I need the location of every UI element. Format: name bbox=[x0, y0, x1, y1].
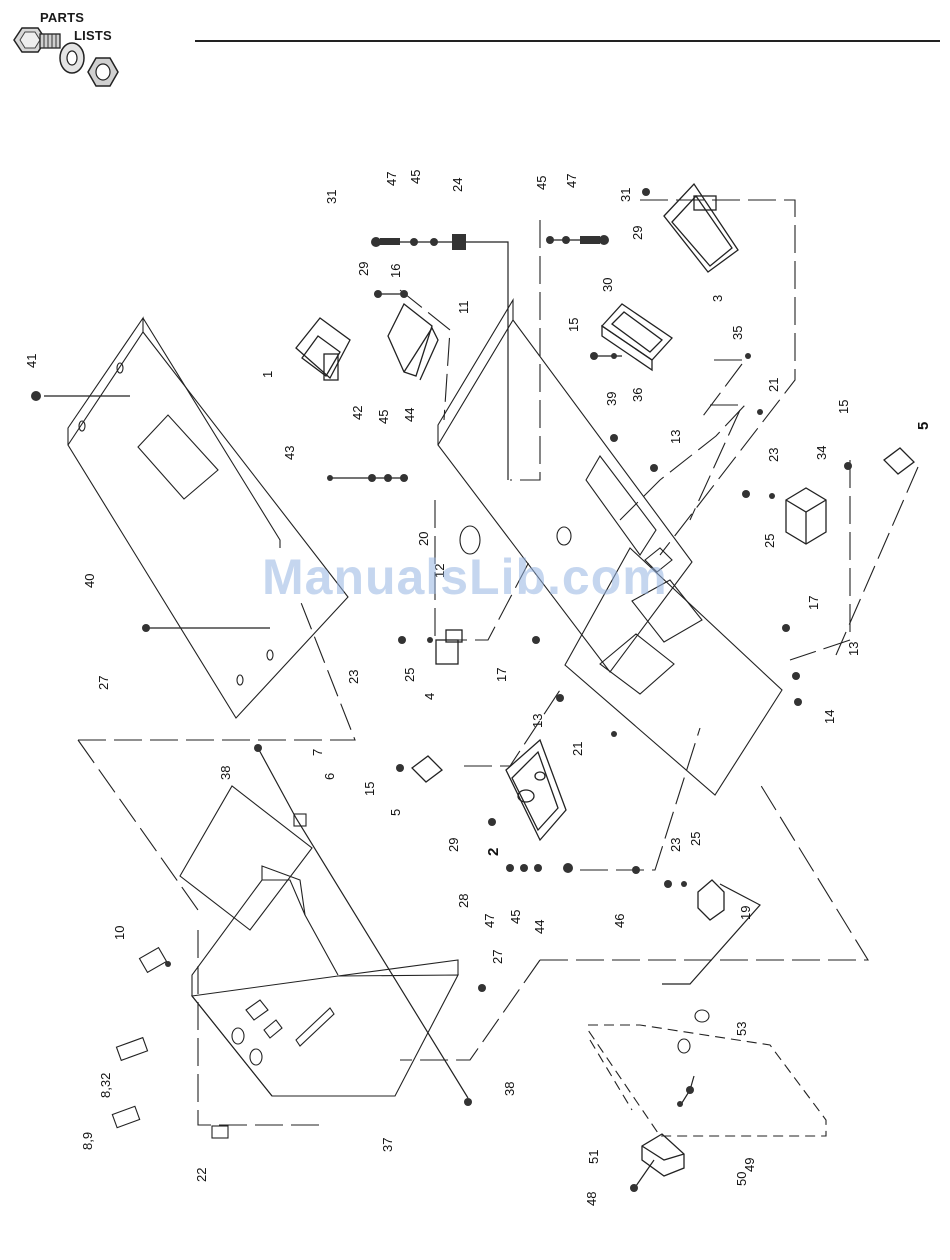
callout-25-left: 25 bbox=[402, 668, 417, 682]
callout-16: 16 bbox=[388, 264, 403, 278]
part-11-bracket bbox=[388, 304, 438, 380]
callout-37: 37 bbox=[380, 1138, 395, 1152]
callout-47-bottom: 47 bbox=[482, 914, 497, 928]
callout-47-top-right: 47 bbox=[564, 174, 579, 188]
callout-25-right: 25 bbox=[762, 534, 777, 548]
part-10-switch bbox=[139, 948, 166, 973]
cap-hole bbox=[678, 1039, 690, 1053]
part-8-9-connector bbox=[112, 1106, 139, 1127]
callout-1: 1 bbox=[260, 371, 275, 378]
callout-39: 39 bbox=[604, 392, 619, 406]
callout-42: 42 bbox=[350, 406, 365, 420]
callout-21-mid: 21 bbox=[570, 742, 585, 756]
callout-38-bottom: 38 bbox=[502, 1082, 517, 1096]
callout-17-mid: 17 bbox=[494, 668, 509, 682]
callout-24: 24 bbox=[450, 178, 465, 192]
part-19-block bbox=[698, 880, 724, 920]
callout-labels: 1 2 3 4 5 5 6 7 8,32 8,9 10 11 12 13 13 … bbox=[24, 170, 932, 1206]
part-34-box bbox=[786, 488, 826, 544]
callout-45-mid: 45 bbox=[376, 410, 391, 424]
callout-31-right: 31 bbox=[618, 188, 633, 202]
callout-44-bottom: 44 bbox=[532, 920, 547, 934]
callout-45-top-right: 45 bbox=[534, 176, 549, 190]
callout-2: 2 bbox=[485, 848, 502, 856]
callout-11: 11 bbox=[456, 301, 471, 315]
callout-8-32: 8,32 bbox=[98, 1073, 113, 1098]
callout-13-right: 13 bbox=[846, 642, 861, 656]
callout-29-right: 29 bbox=[630, 226, 645, 240]
callout-46: 46 bbox=[612, 914, 627, 928]
callout-23-bottom: 23 bbox=[668, 838, 683, 852]
part-4-relay bbox=[436, 630, 462, 664]
callout-13-top: 13 bbox=[668, 430, 683, 444]
callout-6: 6 bbox=[322, 773, 337, 780]
part-30-module bbox=[602, 304, 672, 370]
callout-7: 7 bbox=[310, 749, 325, 756]
part-1-module bbox=[296, 318, 350, 380]
part-51-block bbox=[642, 1134, 684, 1176]
callout-53: 53 bbox=[734, 1022, 749, 1036]
callout-28: 28 bbox=[456, 894, 471, 908]
callout-27-top: 27 bbox=[96, 676, 111, 690]
callout-13-mid: 13 bbox=[530, 714, 545, 728]
callout-27-bottom: 27 bbox=[490, 950, 505, 964]
callout-31-left: 31 bbox=[324, 190, 339, 204]
base-enclosure bbox=[192, 866, 458, 1096]
callout-29-top: 29 bbox=[356, 262, 371, 276]
callout-38-top: 38 bbox=[218, 766, 233, 780]
part-3-board bbox=[664, 184, 738, 272]
callout-40: 40 bbox=[82, 574, 97, 588]
base-plate-outline bbox=[588, 1025, 826, 1136]
callout-43: 43 bbox=[282, 446, 297, 460]
callout-25-bottom: 25 bbox=[688, 832, 703, 846]
part-2-board bbox=[506, 740, 566, 840]
hardware-leaders bbox=[44, 240, 760, 1186]
mounting-plate bbox=[180, 786, 312, 930]
callout-45-top-left: 45 bbox=[408, 170, 423, 184]
callout-5-left: 5 bbox=[388, 809, 403, 816]
hardware-glyphs bbox=[31, 188, 852, 1192]
callout-47-top-left: 47 bbox=[384, 172, 399, 186]
callout-29-bottom: 29 bbox=[446, 838, 461, 852]
callout-5-right: 5 bbox=[915, 422, 932, 430]
callout-3: 3 bbox=[710, 295, 725, 302]
watermark: ManualsLib.com bbox=[262, 548, 668, 606]
callout-23-left: 23 bbox=[346, 670, 361, 684]
callout-35: 35 bbox=[730, 326, 745, 340]
part-53-cap bbox=[695, 1010, 709, 1022]
callout-21-top: 21 bbox=[766, 378, 781, 392]
callout-19: 19 bbox=[738, 906, 753, 920]
callout-49: 49 bbox=[742, 1158, 757, 1172]
callout-4: 4 bbox=[422, 693, 437, 700]
assembly-leader-lines bbox=[78, 200, 918, 1125]
grommet-hole bbox=[557, 527, 571, 545]
callout-10: 10 bbox=[112, 926, 127, 940]
top-cover-panel bbox=[68, 318, 348, 718]
part-8-connector bbox=[116, 1038, 147, 1061]
callout-44-top: 44 bbox=[402, 408, 417, 422]
callout-15-top: 15 bbox=[566, 318, 581, 332]
callout-30: 30 bbox=[600, 278, 615, 292]
callout-45-bottom: 45 bbox=[508, 910, 523, 924]
callout-36: 36 bbox=[630, 388, 645, 402]
callout-34: 34 bbox=[814, 446, 829, 460]
callout-20: 20 bbox=[416, 532, 431, 546]
callout-8-9: 8,9 bbox=[80, 1132, 95, 1150]
callout-15-left: 15 bbox=[362, 782, 377, 796]
callout-41: 41 bbox=[24, 354, 39, 368]
part-22-plug bbox=[212, 1126, 228, 1138]
part-5-terminal bbox=[412, 448, 914, 782]
callout-22: 22 bbox=[194, 1168, 209, 1182]
callout-14: 14 bbox=[822, 710, 837, 724]
callout-51: 51 bbox=[586, 1150, 601, 1164]
callout-17-right: 17 bbox=[806, 596, 821, 610]
callout-15-right: 15 bbox=[836, 400, 851, 414]
callout-48: 48 bbox=[584, 1192, 599, 1206]
callout-23-right: 23 bbox=[766, 448, 781, 462]
callout-50: 50 bbox=[734, 1172, 749, 1186]
